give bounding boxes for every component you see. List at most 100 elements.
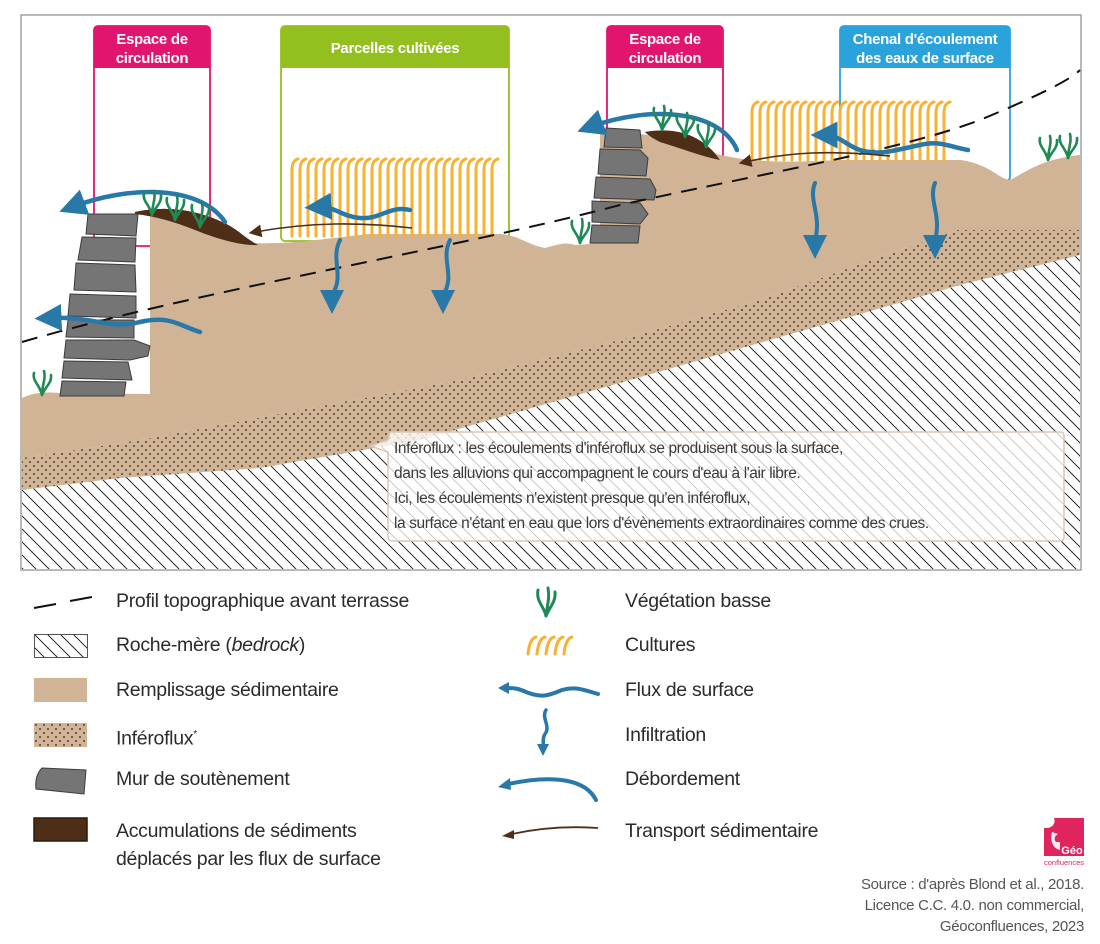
infiltration-icon — [537, 708, 549, 756]
zone-label: des eaux de surface — [856, 50, 994, 67]
stone-icon — [35, 767, 87, 795]
zone-label: Espace de — [629, 31, 701, 48]
crop-stalk — [814, 100, 824, 162]
crop-stalk — [846, 100, 856, 162]
infiltration-arrow — [923, 181, 947, 259]
note-line: la surface n'étant en eau que lors d'évè… — [394, 515, 929, 532]
crop-stalk — [466, 157, 476, 238]
crop-stalk — [766, 100, 776, 162]
crop-stalk — [862, 100, 872, 162]
legend-label-crops: Cultures — [625, 634, 696, 656]
overflow-icon — [498, 777, 598, 802]
crop-stalk — [774, 100, 784, 162]
crop-stalk — [370, 157, 380, 238]
inferoflux-layer — [22, 185, 1080, 490]
infiltration-arrow — [320, 238, 344, 314]
crop-stalk — [878, 100, 888, 162]
crop-stalk — [918, 100, 928, 162]
crop-stalk — [942, 100, 952, 162]
infiltration-arrow — [431, 238, 455, 314]
retaining-wall-2 — [589, 127, 657, 244]
sediment-transport-arrows — [248, 151, 891, 238]
zone-circulation-2: Espace de circulation — [606, 25, 724, 177]
crop-stalk — [926, 100, 936, 162]
label-part: Inféroflux — [116, 727, 194, 750]
terrace-cross-section-diagram: Espace de circulation Parcelles cultivée… — [20, 14, 1082, 571]
label-italic: bedrock — [231, 634, 300, 656]
sediment-transport-arrow — [248, 223, 413, 238]
crop-stalk — [798, 100, 808, 162]
crop-stalk — [910, 100, 920, 162]
dark-fill-icon — [33, 817, 88, 842]
zone-label: circulation — [116, 50, 189, 67]
surface-flows — [34, 121, 971, 335]
overflow-arrow — [577, 109, 740, 153]
crop-stalk — [822, 100, 832, 162]
vegetation-icon — [536, 586, 557, 618]
crop-stalk — [290, 157, 300, 238]
surface-flow-arrow — [304, 192, 413, 221]
zone-channel: Chenal d'écoulement des eaux de surface — [839, 25, 1011, 182]
crops-field-1 — [290, 157, 500, 238]
crop-stalk — [306, 157, 316, 238]
zone-label: Chenal d'écoulement — [853, 31, 998, 48]
crop-stalk — [838, 100, 848, 162]
crop-stalk — [806, 100, 816, 162]
note-line: Ici, les écoulements n'existent presque … — [394, 490, 750, 507]
inferoflux-note: Inféroflux : les écoulements d'inféroflu… — [367, 431, 1065, 542]
legend-label-transport: Transport sédimentaire — [625, 820, 819, 842]
crop-stalk — [362, 157, 372, 238]
legend-label-profile: Profil topographique avant terrasse — [116, 590, 410, 612]
surface-flow-arrow — [810, 121, 971, 155]
crop-stalk — [482, 157, 492, 238]
topographic-profile-line — [21, 69, 1081, 343]
crop-stalk — [830, 100, 840, 162]
sediment-transport-icon — [502, 826, 599, 839]
label-part: ) — [298, 634, 306, 656]
zone-label: Parcelles cultivées — [331, 40, 460, 57]
crop-stalk — [934, 100, 944, 162]
crop-stalk — [758, 100, 768, 162]
logo-text-sub: confluences — [1044, 858, 1084, 867]
crop-stalk — [418, 157, 428, 238]
crop-stalk — [474, 157, 484, 238]
infiltration-arrow — [803, 181, 827, 259]
crop-stalk — [490, 157, 500, 238]
credit-line: Licence C.C. 4.0. non commercial, — [864, 897, 1085, 914]
crop-stalk — [346, 157, 356, 238]
legend-label-vegetation: Végétation basse — [625, 590, 771, 612]
infiltration-arrows — [320, 181, 947, 314]
crop-stalk — [394, 157, 404, 238]
legend-label-accumulation-1: Accumulations de sédiments — [116, 820, 357, 842]
crop-stalk — [322, 157, 332, 238]
crop-stalk — [402, 157, 412, 238]
footnote-marker: * — [193, 729, 197, 740]
crops-icon — [526, 635, 574, 656]
crop-stalk — [386, 157, 396, 238]
label-part: Roche-mère ( — [116, 634, 232, 656]
crop-stalk — [886, 100, 896, 162]
crop-stalk — [426, 157, 436, 238]
legend-label-overflow: Débordement — [625, 768, 740, 790]
crop-stalk — [354, 157, 364, 238]
legend-label-infiltration: Infiltration — [625, 724, 706, 746]
logo-text-main: Géo — [1061, 845, 1083, 857]
crop-stalk — [894, 100, 904, 162]
legend-label-inferoflux: Inféroflux* — [116, 722, 197, 752]
credit-line: Géoconfluences, 2023 — [939, 918, 1084, 935]
legend-label-bedrock: Roche-mère (bedrock) — [116, 632, 305, 658]
legend-label-surface-flow: Flux de surface — [625, 679, 754, 701]
legend-label-wall: Mur de soutènement — [116, 768, 290, 790]
sediment-fill-icon — [34, 678, 87, 702]
crop-stalk — [458, 157, 468, 238]
crop-stalk — [338, 157, 348, 238]
zone-label: circulation — [629, 50, 702, 67]
zone-label: Espace de — [116, 31, 188, 48]
surface-flow-icon — [498, 682, 600, 698]
crop-stalk — [434, 157, 444, 238]
crop-stalk — [298, 157, 308, 238]
crop-stalk — [782, 100, 792, 162]
legend-label-sediment: Remplissage sédimentaire — [116, 679, 339, 701]
crop-stalk — [450, 157, 460, 238]
overflow-arrows — [59, 109, 740, 225]
